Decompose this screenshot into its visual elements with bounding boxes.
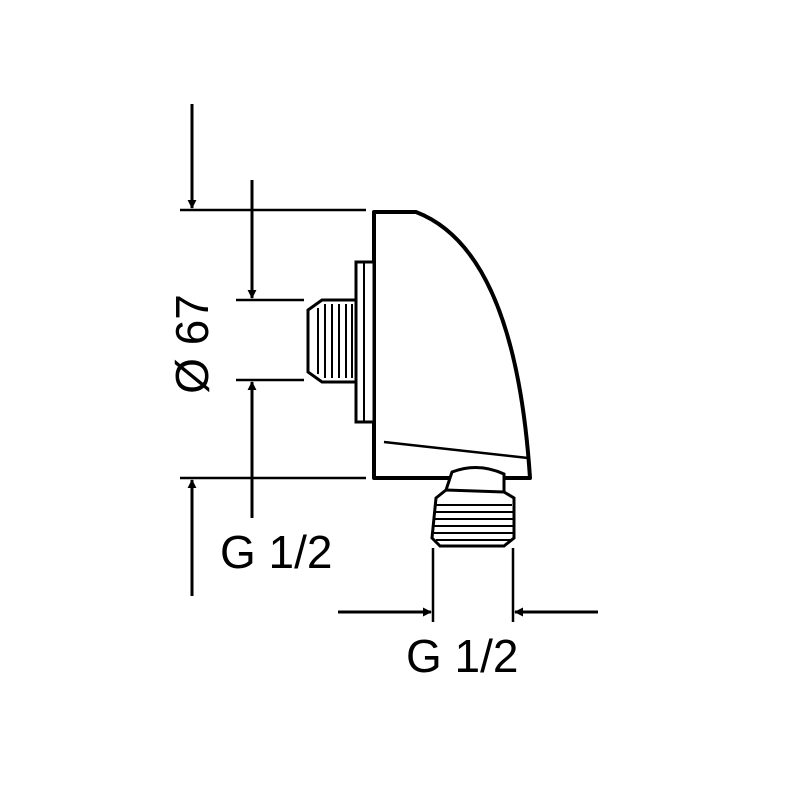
diameter-label: Ø 67	[166, 294, 218, 394]
housing-bottom-edge	[383, 440, 529, 460]
outlet-thread	[430, 466, 516, 548]
extension-lines	[180, 208, 515, 622]
outlet-thread-label: G 1/2	[406, 630, 519, 682]
housing-body	[372, 210, 532, 480]
inlet-thread-label: G 1/2	[220, 526, 333, 578]
dimension-arrows	[187, 104, 598, 617]
inlet-thread	[306, 298, 358, 384]
